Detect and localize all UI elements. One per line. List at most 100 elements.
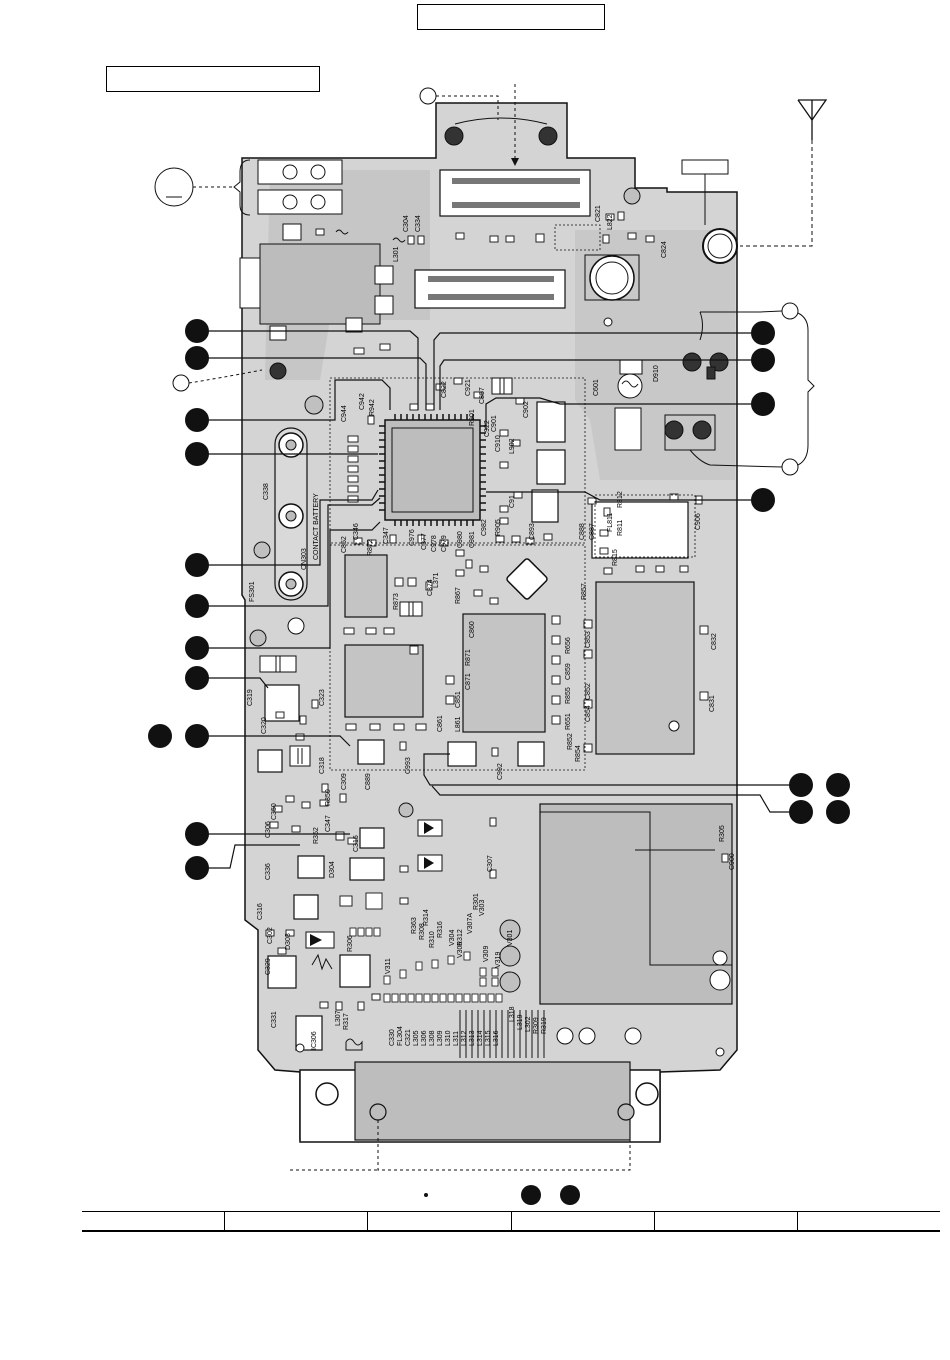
component-designator: V306: [457, 942, 464, 958]
right-callout: [689, 302, 815, 476]
component-designator: L310: [445, 1030, 452, 1046]
component-designator: D304: [329, 861, 336, 878]
component-designator: C315: [353, 835, 360, 852]
component-designator: C906: [695, 513, 702, 530]
component-designator: C993: [405, 757, 412, 774]
component-designator: R942: [369, 399, 376, 416]
component-designator: L309: [437, 1030, 444, 1046]
capacitor-symbols: [259, 377, 513, 767]
component-designator: R317: [343, 1013, 350, 1030]
component-designator: C316: [257, 903, 264, 920]
component-designator: C336: [265, 863, 272, 880]
bottom-connector-bracket: [290, 1061, 661, 1171]
component-designator: V301: [507, 930, 514, 946]
component-designator: L314: [477, 1030, 484, 1046]
component-designator: C91: [509, 495, 516, 508]
component-designator: R872: [367, 539, 374, 556]
component-designator: R855: [565, 687, 572, 704]
component-designator: C976: [409, 529, 416, 546]
footer-cell: [82, 1212, 224, 1230]
component-designator: C944: [341, 405, 348, 422]
component-designator: D910: [653, 365, 660, 382]
connector-label: CN303: [301, 548, 308, 570]
component-designator: L822: [607, 214, 614, 230]
component-designator: R319: [541, 1017, 548, 1034]
component-designator: C321: [405, 1029, 412, 1046]
component-designator: R310: [429, 931, 436, 948]
lcd-connector-area: [539, 803, 733, 1005]
component-designator: C831: [709, 695, 716, 712]
component-designator: C374: [427, 579, 434, 596]
component-designator: C309: [341, 773, 348, 790]
component-designator: R308: [419, 923, 426, 940]
coin-cell: [589, 255, 635, 301]
component-designator: L861: [455, 716, 462, 732]
component-designator: R301: [473, 893, 480, 910]
component-designator: C852: [585, 683, 592, 700]
flex-connector-pins: [459, 1010, 545, 1058]
component-designator: C921: [465, 379, 472, 396]
component-designator: V309: [483, 946, 490, 962]
key-contacts: [614, 352, 729, 451]
component-designator: L315: [485, 1030, 492, 1046]
component-designator: R309: [533, 1017, 540, 1034]
component-designator: C851: [455, 691, 462, 708]
section-title-box: [106, 66, 320, 92]
component-designator: C857: [479, 387, 486, 404]
component-designator: V307A: [467, 913, 474, 934]
component-designator: L318: [509, 1006, 516, 1022]
component-designator: R812: [617, 491, 624, 508]
component-designator: C982: [481, 519, 488, 536]
component-designator: R854: [575, 745, 582, 762]
component-designator: V304: [449, 930, 456, 946]
component-designator: L319: [517, 1014, 524, 1030]
component-designator: C377: [421, 533, 428, 550]
component-designator: FL304: [397, 1026, 404, 1046]
component-designator: C338: [263, 483, 270, 500]
board-connector-upper: [439, 169, 591, 217]
battery-contact-label: CONTACT BATTERY: [313, 493, 320, 560]
footer-cell: [224, 1212, 367, 1230]
component-designator: IC306: [311, 1031, 318, 1050]
component-designator: C980: [457, 531, 464, 548]
top-pointers: [419, 84, 548, 166]
component-designator: C942: [359, 393, 366, 410]
callout-leaders: [208, 330, 794, 869]
component-designator: L305: [413, 1030, 420, 1046]
component-designator: FS301: [249, 581, 256, 602]
component-designator: C922: [484, 420, 491, 437]
component-designator: C334: [415, 215, 422, 232]
component-designator: FL811: [607, 513, 614, 532]
component-designator: C887: [589, 523, 596, 540]
coils: [311, 229, 639, 1051]
component-designator: C852: [341, 536, 348, 553]
component-designator: V319: [495, 952, 502, 968]
component-designator: C347: [383, 527, 390, 544]
component-designator: R651: [565, 713, 572, 730]
antenna-symbol: [702, 99, 828, 264]
component-designator: C319: [247, 689, 254, 706]
component-designator: V303: [479, 900, 486, 916]
component-designator: R901: [469, 409, 476, 426]
component-designator: C304: [403, 215, 410, 232]
antenna-label-box: [681, 159, 729, 175]
component-designator: C978: [431, 535, 438, 552]
resistor-array: [349, 927, 503, 1003]
dotted-frames: [329, 224, 696, 771]
component-designator: L306: [421, 1030, 428, 1046]
component-designator: C323: [319, 689, 326, 706]
component-designator: C902: [523, 401, 530, 418]
component-designator: R656: [565, 637, 572, 654]
component-designator: C824: [661, 241, 668, 258]
component-designator: C861: [437, 715, 444, 732]
component-designator: R852: [567, 733, 574, 750]
component-designator: R873: [393, 593, 400, 610]
component-designator: C854: [585, 705, 592, 722]
component-designator: C347: [325, 815, 332, 832]
component-designator: C853: [585, 631, 592, 648]
component-designator: C306: [265, 821, 272, 838]
component-designator: L308: [429, 1030, 436, 1046]
component-designator: C832: [711, 633, 718, 650]
component-designator: C893: [529, 523, 536, 540]
component-designator: C330: [389, 1029, 396, 1046]
